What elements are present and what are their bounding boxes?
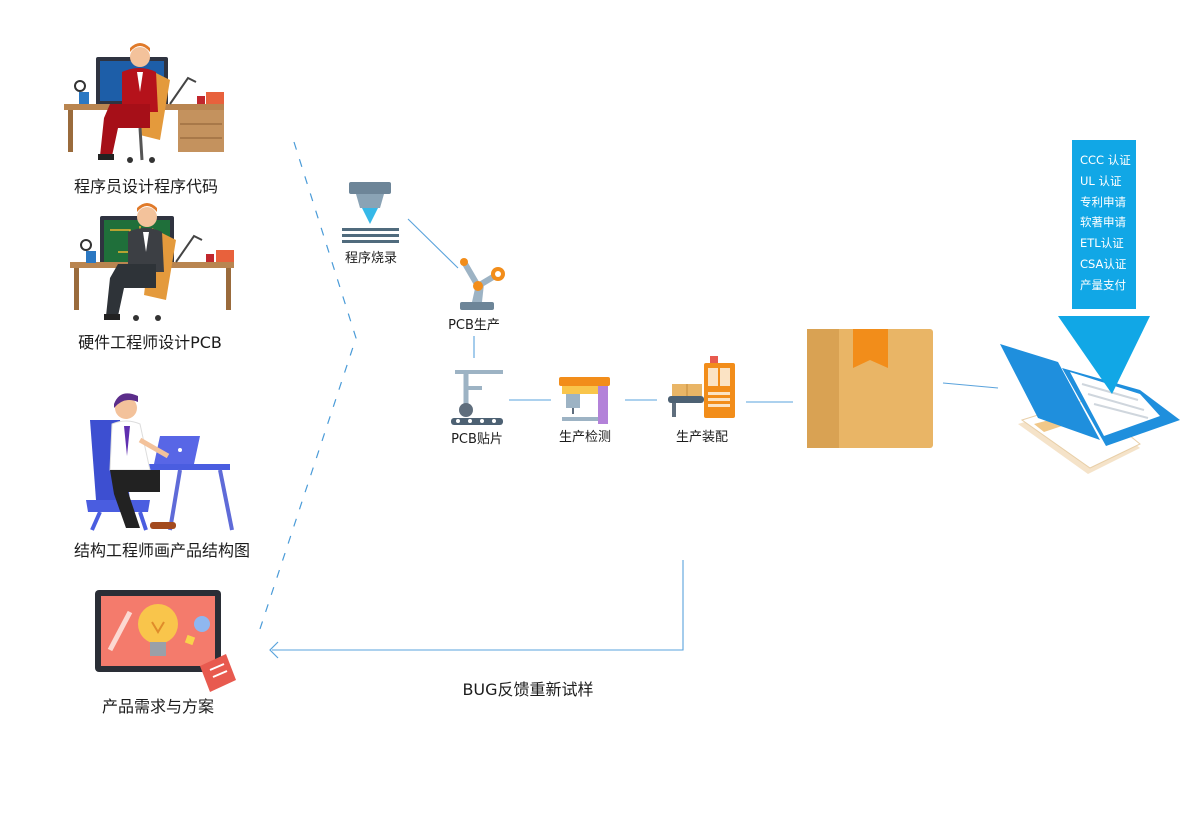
inspection-machine-icon <box>559 377 610 424</box>
label-pcb-production: PCB生产 <box>448 318 500 333</box>
label-bug-feedback: BUG反馈重新试样 <box>462 680 594 699</box>
product-box-icon <box>807 329 933 448</box>
feedback-arrow-line <box>272 560 684 651</box>
cert-item: 产量支付 <box>1080 277 1126 292</box>
cert-item: UL 认证 <box>1080 173 1122 188</box>
label-assembly: 生产装配 <box>675 430 729 445</box>
pcb-smt-machine-icon <box>451 370 503 425</box>
cert-item: CSA认证 <box>1080 256 1127 271</box>
programmer-illustration <box>64 43 224 163</box>
label-pcb-smt: PCB贴片 <box>451 432 503 447</box>
label-structure-engineer: 结构工程师画产品结构图 <box>73 541 251 560</box>
label-product-requirement: 产品需求与方案 <box>101 697 215 716</box>
structure-engineer-illustration <box>86 393 234 531</box>
cert-item: ETL认证 <box>1080 236 1124 251</box>
cert-item: CCC 认证 <box>1080 153 1131 167</box>
dashed-bracket <box>257 141 357 636</box>
cert-item: 专利申请 <box>1080 194 1126 209</box>
pcb-production-robot-icon <box>460 258 505 310</box>
label-hardware-engineer: 硬件工程师设计PCB <box>78 333 222 352</box>
label-program-burn: 程序烧录 <box>344 251 398 266</box>
certificate-book-icon <box>1000 344 1180 474</box>
assembly-machine-icon <box>668 356 735 418</box>
certification-list: CCC 认证 UL 认证 专利申请 软著申请 ETL认证 CSA认证 产量支付 <box>1072 140 1136 309</box>
burn-machine-icon <box>342 182 399 243</box>
label-programmer: 程序员设计程序代码 <box>73 177 219 196</box>
hardware-engineer-illustration <box>70 203 234 321</box>
cert-item: 软著申请 <box>1080 215 1126 230</box>
product-idea-illustration <box>95 590 236 692</box>
cert-down-arrow <box>1058 316 1150 394</box>
label-inspection: 生产检测 <box>558 430 612 445</box>
feedback-arrow-head <box>269 641 279 659</box>
connector-lines <box>407 218 999 403</box>
